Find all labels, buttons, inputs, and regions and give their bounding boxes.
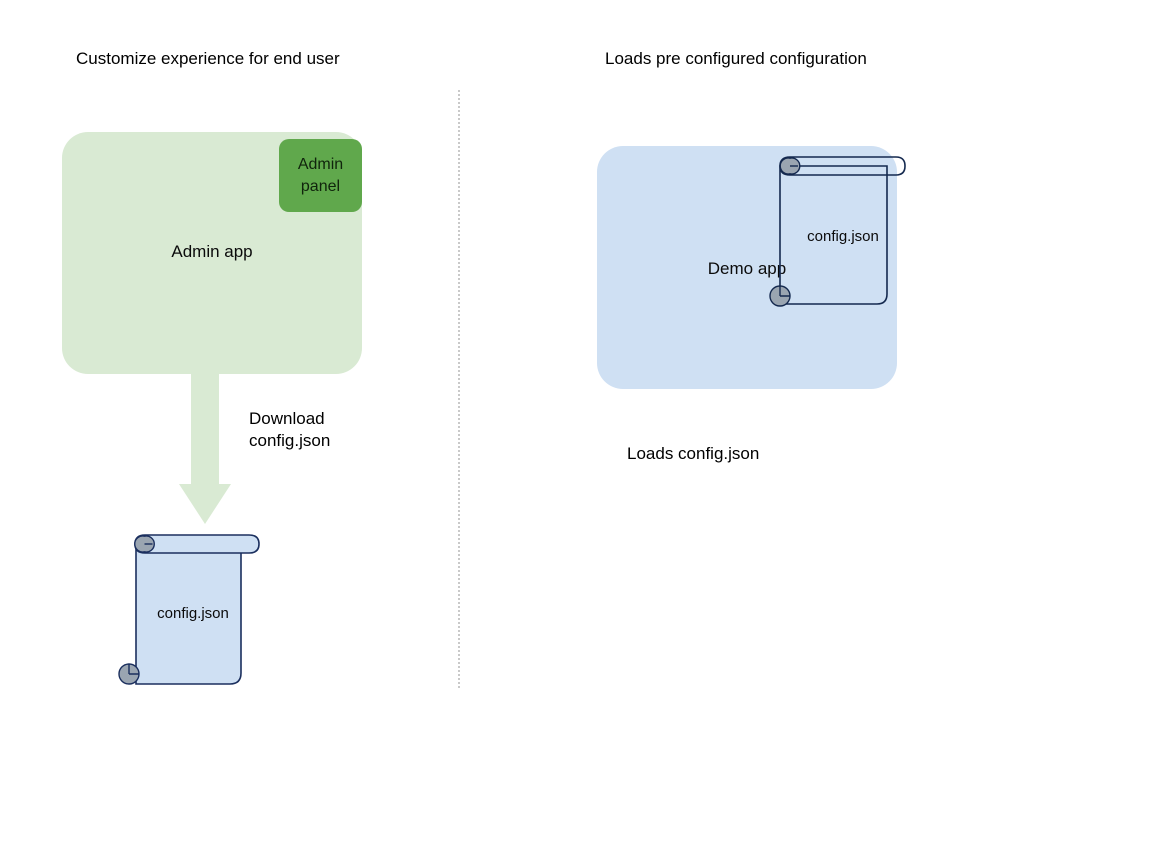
section-divider bbox=[458, 90, 460, 688]
admin-panel-label-line2: panel bbox=[300, 177, 341, 195]
left-section-title: Customize experience for end user bbox=[76, 49, 340, 68]
admin-app-label: Admin app bbox=[171, 242, 253, 261]
config-json-document-right-shape bbox=[769, 156, 906, 307]
download-arrow-label-line1: Download bbox=[249, 409, 325, 428]
demo-app-label: Demo app bbox=[707, 259, 787, 278]
loads-config-caption: Loads config.json bbox=[627, 444, 760, 463]
download-arrow-label: Download config.json bbox=[249, 408, 330, 452]
config-json-document-right[interactable]: config.json bbox=[768, 151, 918, 313]
download-arrow-shape bbox=[179, 372, 231, 524]
download-arrow bbox=[176, 372, 234, 528]
demo-app-box[interactable]: Demo app bbox=[597, 146, 897, 389]
admin-panel-label-line1: Admin bbox=[297, 155, 344, 173]
admin-panel-chip[interactable]: Admin panel bbox=[279, 139, 362, 212]
right-section-title: Loads pre configured configuration bbox=[605, 49, 867, 68]
admin-panel-label: Admin panel bbox=[298, 154, 343, 198]
download-arrow-label-line2: config.json bbox=[249, 431, 331, 450]
config-json-document-left[interactable]: config.json bbox=[118, 528, 268, 690]
config-json-document-left-shape bbox=[118, 534, 260, 685]
